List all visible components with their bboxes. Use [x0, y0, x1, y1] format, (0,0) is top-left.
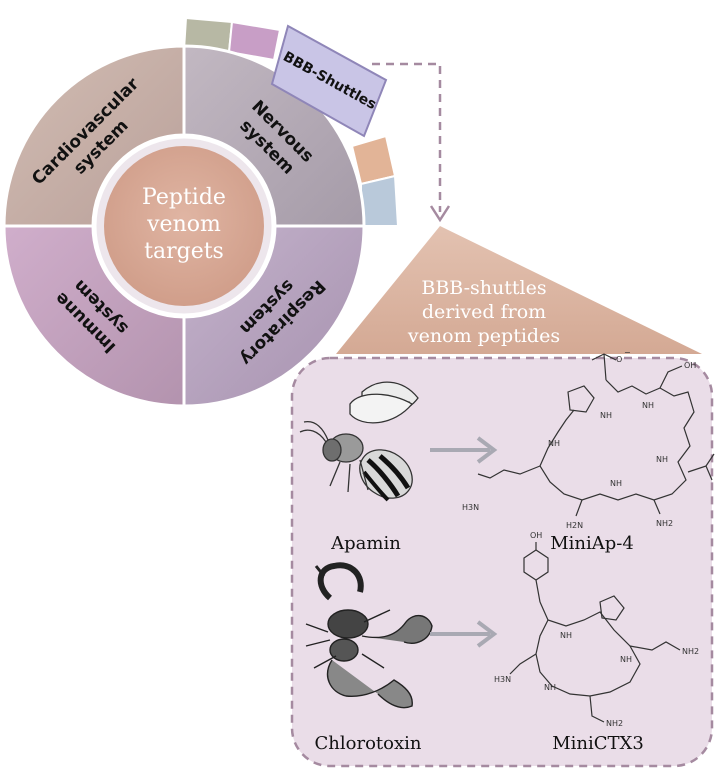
chem-nh-7: NH [620, 655, 632, 664]
minictx3-caption: MiniCTX3 [552, 733, 644, 754]
chem-nh-5: NH [610, 479, 622, 488]
bee-illustration [299, 381, 419, 502]
segment-immune [2, 224, 186, 408]
shuttle-panel [290, 356, 714, 768]
scorpion-illustration [305, 562, 433, 709]
apamin-caption: Apamin [330, 533, 401, 554]
target-wheel: Peptide venom targets Cardiovascular sys… [2, 44, 366, 408]
chem-nh-4: NH [656, 455, 668, 464]
chlorotoxin-arrow [430, 620, 498, 648]
bbb-triangle: BBB-shuttles derived from venom peptides [336, 226, 702, 354]
minictx3-structure: OH NH NH NH H3N NH2 NH2 [494, 531, 699, 728]
miniap4-caption: MiniAp-4 [550, 533, 634, 554]
tab-pink [227, 20, 282, 62]
connector-arrowhead [429, 205, 451, 223]
outer-tabs [182, 16, 400, 227]
miniap4-structure: O − OH NH NH NH NH NH H3N H2N NH2 [462, 348, 715, 530]
segment-cardiovascular [2, 44, 186, 228]
triangle-label-2: derived from [422, 301, 546, 323]
tab-blue [360, 174, 400, 227]
apamin-arrow [430, 436, 498, 464]
center-label-3: targets [144, 239, 224, 264]
chem-h2n-a: H2N [566, 521, 583, 530]
chem-oh-2: OH [530, 531, 542, 540]
chlorotoxin-caption: Chlorotoxin [315, 733, 422, 754]
chem-minus: − [624, 348, 631, 357]
segment-respiratory [182, 224, 366, 408]
chem-nh2-a: NH2 [656, 519, 673, 528]
chem-nh-6: NH [560, 631, 572, 640]
dashed-connector [372, 62, 451, 223]
chem-nh-2: NH [642, 401, 654, 410]
chem-nh-3: NH [548, 439, 560, 448]
chem-oh: OH [684, 361, 696, 370]
triangle-label-3: venom peptides [407, 325, 560, 347]
triangle-label-1: BBB-shuttles [421, 277, 546, 299]
chem-nh-1: NH [600, 411, 612, 420]
segment-nervous [182, 44, 366, 228]
chem-h3n-a: H3N [462, 503, 479, 512]
chem-nh2-b: NH2 [682, 647, 699, 656]
chem-o-minus: O [616, 355, 622, 364]
center-disc [104, 146, 264, 306]
center-label-2: venom [146, 212, 221, 237]
center-label-1: Peptide [142, 185, 226, 210]
chem-h3n-b: H3N [494, 675, 511, 684]
chem-nh2-c: NH2 [606, 719, 623, 728]
chem-nh-8: NH [544, 683, 556, 692]
